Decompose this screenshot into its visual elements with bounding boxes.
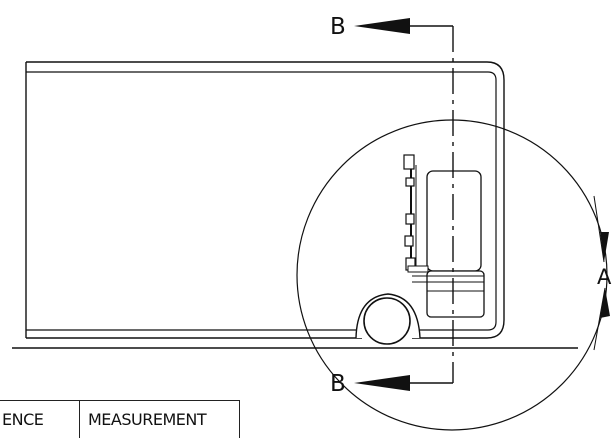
section-label-top: B (330, 14, 346, 40)
detail-leader-down (593, 287, 606, 351)
section-arrow-top-head (354, 18, 410, 34)
body-right-inner-edge (487, 71, 497, 331)
mechanism (403, 154, 429, 273)
body-outline (26, 61, 505, 339)
table-header-measurement: MEASUREMENT (80, 401, 240, 438)
wheel (363, 297, 411, 345)
seat-base (426, 270, 485, 318)
detail-label: A (597, 265, 612, 289)
section-label-bottom: B (330, 371, 346, 397)
detail-leader-up (593, 195, 605, 263)
measurement-table-header: ENCE MEASUREMENT (0, 400, 240, 438)
table-header-reference: ENCE (0, 401, 80, 438)
seat-back (426, 170, 482, 272)
detail-arrow-down (600, 288, 610, 318)
detail-circle (296, 119, 608, 431)
section-arrow-bottom-head (354, 375, 410, 391)
detail-arrow-up (600, 232, 609, 262)
